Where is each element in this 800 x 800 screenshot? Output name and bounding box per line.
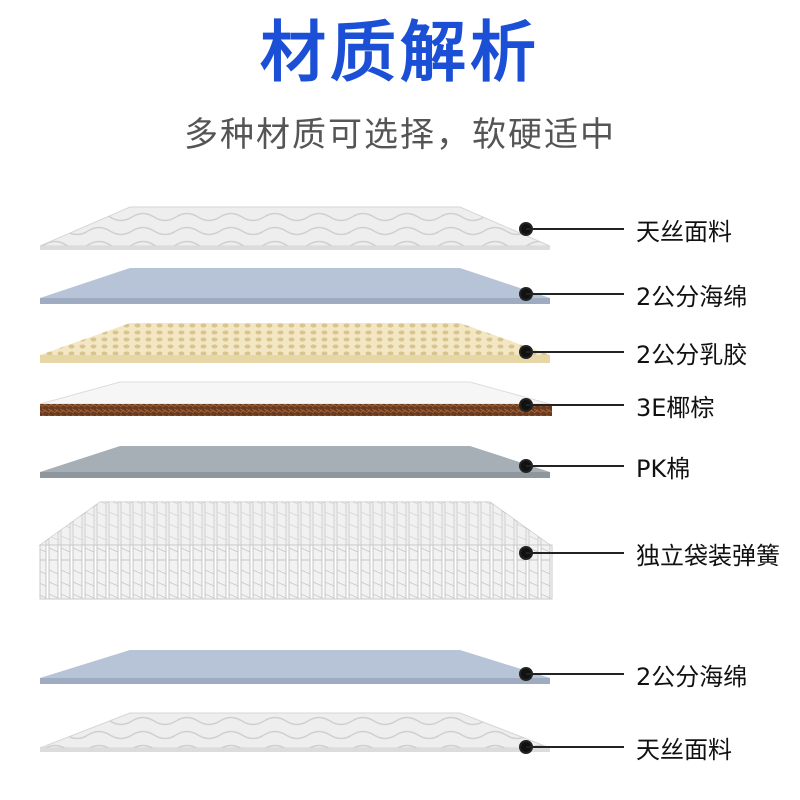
layer-pocket-springs	[40, 502, 552, 599]
layer-coir	[40, 382, 552, 416]
layer-label: 2公分海绵	[636, 285, 747, 309]
layer-fabric-bottom	[40, 713, 550, 752]
layer-label: PK棉	[636, 457, 690, 481]
layer-label: 天丝面料	[636, 220, 732, 244]
layer-label: 3E椰棕	[636, 396, 714, 420]
layer-pk-cotton	[40, 446, 550, 478]
layer-latex	[40, 323, 550, 363]
layer-label: 天丝面料	[636, 738, 732, 762]
layer-sponge-top	[40, 268, 550, 304]
layer-fabric-top	[40, 207, 550, 250]
layer-sponge-bottom	[40, 650, 550, 684]
layer-label: 独立袋装弹簧	[636, 544, 780, 568]
layer-label: 2公分海绵	[636, 665, 747, 689]
layer-label: 2公分乳胶	[636, 343, 747, 367]
